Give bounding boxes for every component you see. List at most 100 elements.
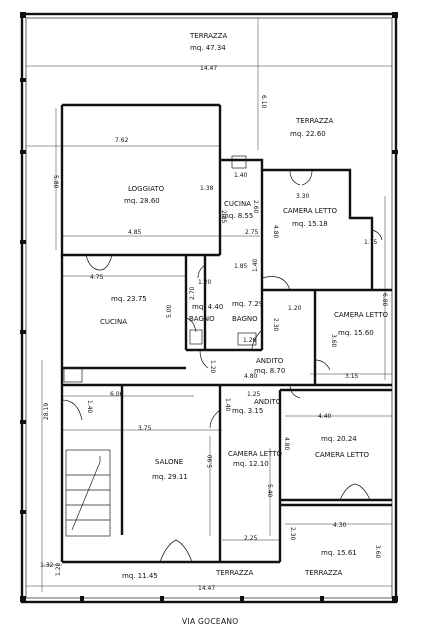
railing-post [392, 150, 398, 154]
bath-fixture [189, 329, 203, 345]
room-area-terrazza-right: mq. 22.60 [290, 130, 326, 138]
dim-loggia-height: 5.80 [52, 175, 59, 189]
dim-1-40-d: 1.40 [224, 398, 231, 412]
dim-3-60-b: 3.60 [374, 545, 381, 559]
room-name-loggiato: LOGGIATO [128, 185, 165, 193]
dim-2-60: 2.60 [252, 200, 259, 214]
room-area-terrazza-bottom-right: mq. 15.61 [321, 549, 357, 557]
railing-line [25, 17, 393, 599]
room-name-terrazza-bottom-right: TERRAZZA [304, 569, 343, 577]
room-labels: TERRAZZA mq. 47.34 TERRAZZA mq. 22.60 LO… [100, 32, 388, 580]
dim-bottom-width: 14.47 [198, 585, 215, 592]
doors [61, 169, 383, 563]
door-arc [209, 409, 221, 429]
dim-1-20-c: 1.20 [209, 360, 216, 374]
room-area-bagno-2: mq. 7.29 [232, 300, 263, 308]
dim-1-85: 1.85 [234, 263, 248, 270]
dim-4-80-b: 4.80 [244, 373, 258, 380]
street-name: VIA GOCEANO [182, 617, 239, 626]
dim-top-width: 14.47 [200, 65, 217, 72]
door-arc [354, 483, 371, 501]
dimension-labels: 14.47 6.10 7.62 5.80 1.38 1.40 3.30 4.85… [40, 65, 388, 592]
railing-post [240, 596, 244, 602]
room-area-terrazza-bottom-left: mq. 11.45 [122, 572, 158, 580]
dim-3-60: 3.60 [330, 334, 337, 348]
room-area-andito-2: mq. 3.15 [232, 407, 263, 415]
room-area-camera-letto-2: mq. 15.60 [338, 329, 374, 337]
dim-2-30-b: 2.30 [289, 527, 296, 541]
door-arc [159, 539, 177, 563]
door-arc [371, 229, 383, 241]
bath-fixture [237, 332, 257, 346]
dim-4-30: 4.30 [333, 522, 347, 529]
dim-6-80: 6.80 [381, 293, 388, 307]
dim-5-90: 5.90 [207, 454, 214, 468]
dim-4-75: 4.75 [90, 274, 104, 281]
room-name-camera-letto-2: CAMERA LETTO [334, 311, 388, 319]
railing-post [20, 78, 26, 82]
room-area-bagno-1: mq. 4.40 [192, 303, 223, 311]
dim-6-06: 6.06 [110, 391, 124, 398]
room-name-bagno-1: BAGNO [189, 315, 215, 323]
railing-post [20, 596, 26, 602]
dim-5-00: 5.00 [166, 304, 173, 318]
dim-right-height: 6.10 [260, 95, 267, 109]
room-name-camera-letto-4: CAMERA LETTO [315, 451, 369, 459]
dim-1-26: 1.26 [243, 337, 257, 344]
room-name-cucina-left: CUCINA [100, 318, 127, 326]
railing-post [20, 150, 26, 154]
room-name-terrazza-bottom-left: TERRAZZA [215, 569, 254, 577]
dim-4-85: 4.85 [128, 229, 142, 236]
door-arc [339, 483, 356, 501]
dim-1-40: 1.40 [234, 172, 248, 179]
dim-3-30: 3.30 [296, 193, 310, 200]
railing-post [20, 420, 26, 424]
dim-4-80-a: 4.80 [272, 225, 279, 239]
dimension-lines [26, 18, 392, 592]
outer-wall [20, 12, 398, 604]
dim-5-40: 5.40 [266, 484, 273, 498]
railing-post [392, 596, 398, 602]
dim-1-25: 1.25 [247, 391, 261, 398]
kitchen-fixture [231, 155, 247, 169]
railing-post [392, 12, 398, 18]
dim-1-32: 1.32 [40, 562, 54, 569]
fixtures [63, 155, 257, 383]
room-area-loggiato: mq. 28.60 [124, 197, 160, 205]
dim-1-20-a: 1.20 [198, 279, 212, 286]
dim-1-20-d: 1.20 [55, 562, 62, 576]
room-name-camera-letto-1: CAMERA LETTO [283, 207, 337, 215]
door-arc [289, 384, 301, 399]
dim-2-30: 2.30 [272, 318, 279, 332]
door-arc [197, 264, 206, 279]
dim-4-40: 4.40 [318, 413, 332, 420]
dim-3-75: 3.75 [138, 425, 152, 432]
dim-3-15: 3.15 [345, 373, 359, 380]
dim-2-85: 2.85 [220, 210, 227, 224]
room-area-camera-letto-1: mq. 15.18 [292, 220, 328, 228]
room-name-cucina-small: CUCINA [224, 200, 251, 208]
door-arc [61, 399, 83, 421]
room-name-salone: SALONE [155, 458, 183, 466]
dim-1-20-b: 1.20 [288, 305, 302, 312]
railing-post [20, 330, 26, 334]
room-name-camera-letto-3: CAMERA LETTO [228, 450, 282, 458]
room-area-terrazza-top: mq. 47.34 [190, 44, 226, 52]
room-name-terrazza-right: TERRAZZA [295, 117, 334, 125]
room-area-camera-letto-4: mq. 20.24 [321, 435, 357, 443]
railing-post [80, 596, 84, 602]
door-arc [314, 359, 331, 371]
dim-1-38: 1.38 [200, 185, 214, 192]
dim-1-40-c: 1.40 [86, 400, 93, 414]
outer-boundary [20, 12, 398, 604]
counter-fixture [63, 367, 83, 383]
stair-box [65, 449, 111, 537]
room-name-terrazza-top: TERRAZZA [189, 32, 228, 40]
room-area-salone: mq. 29.11 [152, 473, 188, 481]
door-arc [175, 539, 193, 563]
room-name-andito-1: ANDITO [256, 357, 284, 365]
door-arc [301, 169, 313, 186]
railing-posts [20, 12, 398, 602]
